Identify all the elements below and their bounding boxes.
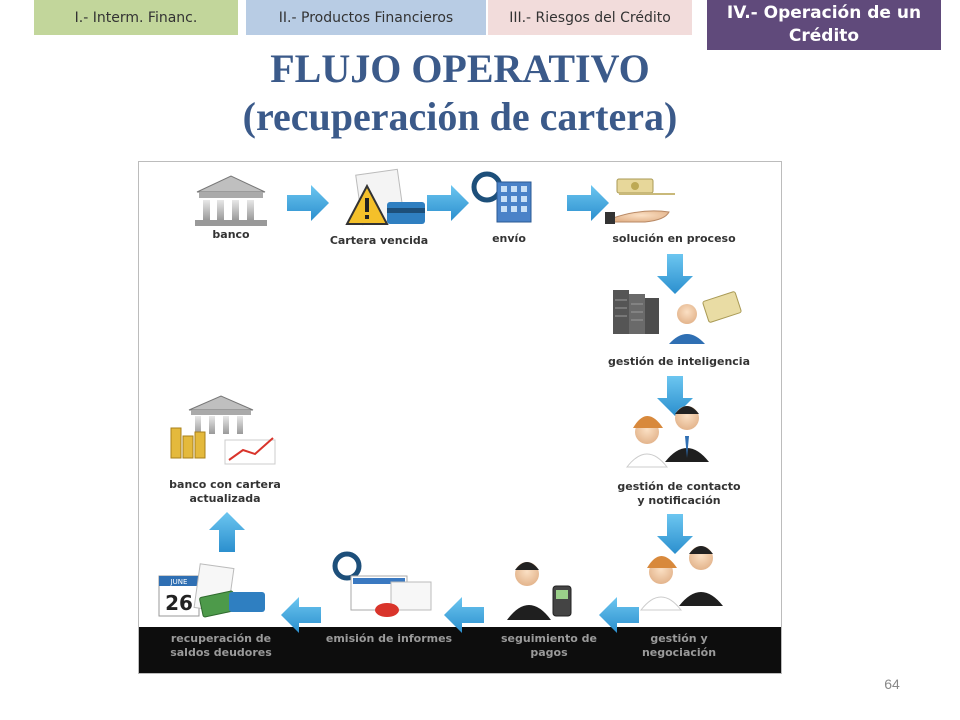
page-title: FLUJO OPERATIVO <box>270 46 650 91</box>
flow-arrow-right <box>287 185 329 221</box>
step-label-inteligencia: gestión de inteligencia <box>607 355 751 368</box>
flow-arrow-left <box>281 597 321 633</box>
flow-arrow-left <box>444 597 484 633</box>
step-label-contacto: gestión de contacto y notificación <box>617 480 741 507</box>
tab-riesgos-credito[interactable]: III.- Riesgos del Crédito <box>488 0 692 35</box>
handshake-money-icon <box>605 178 675 224</box>
step-label-cartera-vencida: Cartera vencida <box>329 234 429 247</box>
diagram-graphics: JUNE 26 <box>158 168 742 633</box>
tab-label: IV.- Operación de un Crédito <box>726 3 922 46</box>
flow-arrow-down <box>657 514 693 554</box>
step-label-seguimiento: seguimiento de pagos <box>501 632 597 659</box>
calendar-money-icon: JUNE 26 <box>158 563 265 618</box>
page-number: 64 <box>884 676 900 692</box>
step-label-informes: emisión de informes <box>325 632 453 645</box>
step-label-banco-actualizada: banco con cartera actualizada <box>169 478 281 505</box>
negotiation-agents-icon <box>639 546 723 611</box>
bank-icon <box>195 175 267 226</box>
reports-icon <box>332 551 432 617</box>
tab-label: II.- Productos Financieros <box>278 9 454 26</box>
calendar-day: 26 <box>165 591 193 615</box>
agent-phone-icon <box>507 562 572 620</box>
tab-interm-financ[interactable]: I.- Interm. Financ. <box>34 0 238 35</box>
step-label-envio: envío <box>492 232 526 245</box>
call-center-agents-icon <box>625 406 709 468</box>
flow-arrow-right <box>567 185 609 221</box>
step-label-solucion: solución en proceso <box>612 232 736 245</box>
tab-label: III.- Riesgos del Crédito <box>509 9 671 26</box>
step-label-banco: banco <box>212 228 250 241</box>
step-label-recuperacion: recuperación de saldos deudores <box>170 632 272 659</box>
step-label-negociacion: gestión y negociación <box>641 632 717 659</box>
flow-arrow-right <box>427 185 469 221</box>
tab-operacion-credito[interactable]: IV.- Operación de un Crédito <box>707 0 941 50</box>
tab-productos-financieros[interactable]: II.- Productos Financieros <box>246 0 486 35</box>
warning-icon <box>345 168 425 226</box>
flow-arrow-left <box>599 597 639 633</box>
label-band <box>139 627 781 673</box>
flow-arrow-up <box>209 512 245 552</box>
calendar-month: JUNE <box>170 578 188 586</box>
flow-arrow-down <box>657 254 693 294</box>
tab-label: I.- Interm. Financ. <box>74 9 198 26</box>
flow-diagram: JUNE 26 banco Cartera vencida envío solu… <box>138 161 782 674</box>
page-subtitle: (recuperación de cartera) <box>242 94 678 139</box>
bank-chart-icon <box>170 395 276 465</box>
servers-analyst-icon <box>613 290 742 344</box>
flow-arrow-down <box>657 376 693 416</box>
building-icon <box>471 171 532 223</box>
